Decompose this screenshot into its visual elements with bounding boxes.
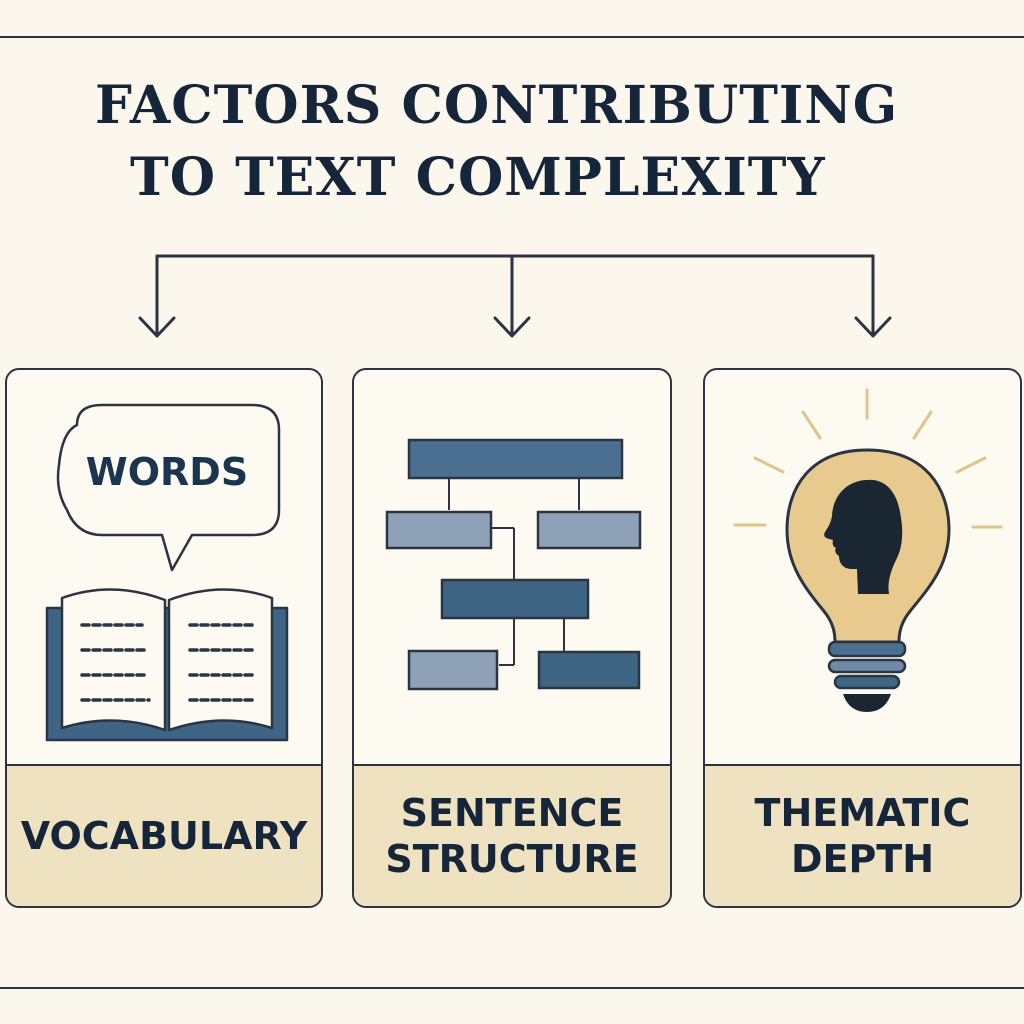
bulb-base-ring [827, 658, 907, 674]
lightbulb-with-head-icon [733, 388, 1003, 712]
diagram-node-root [407, 438, 624, 480]
bulb-base-ring [833, 674, 901, 690]
open-book-with-speech-bubble-icon: WORDS [45, 403, 289, 742]
top-rule [0, 36, 1024, 38]
factor-card-thematic-depth: THEMATIC DEPTH [703, 368, 1022, 908]
title-line-1: FACTORS CONTRIBUTING [95, 75, 899, 136]
arrow-down-icon [854, 316, 892, 338]
speech-bubble-icon [56, 403, 281, 572]
head-silhouette [824, 479, 903, 594]
glow-rays [733, 388, 1003, 529]
arrow-down-icon [493, 316, 531, 338]
diagram-node-bottom-right [537, 650, 641, 690]
factor-footer-thematic-depth: THEMATIC DEPTH [705, 764, 1020, 906]
diagram-node-right [536, 510, 642, 550]
bottom-rule [0, 987, 1024, 989]
factor-card-vocabulary: WORDS VOCABULARY [5, 368, 323, 908]
bulb-tip [843, 694, 891, 712]
factor-card-sentence-structure: SENTENCE STRUCTURE [352, 368, 672, 908]
factor-label-thematic-depth: THEMATIC DEPTH [754, 791, 971, 881]
diagram-node-left [385, 510, 493, 550]
branch-connector [138, 254, 892, 338]
sentence-structure-diagram-icon [385, 438, 642, 691]
factor-footer-vocabulary: VOCABULARY [7, 764, 321, 906]
factor-label-vocabulary: VOCABULARY [20, 814, 308, 858]
arrow-down-icon [138, 316, 176, 338]
diagram-node-middle [440, 578, 590, 620]
title-line-2: TO TEXT COMPLEXITY [130, 147, 826, 208]
diagram-title: FACTORS CONTRIBUTING TO TEXT COMPLEXITY [40, 70, 940, 214]
factor-footer-sentence-structure: SENTENCE STRUCTURE [354, 764, 670, 906]
bubble-text: WORDS [86, 450, 248, 494]
factor-label-sentence-structure: SENTENCE STRUCTURE [385, 791, 639, 881]
diagram-node-bottom-left [407, 649, 499, 691]
bulb-base-ring [827, 640, 907, 658]
